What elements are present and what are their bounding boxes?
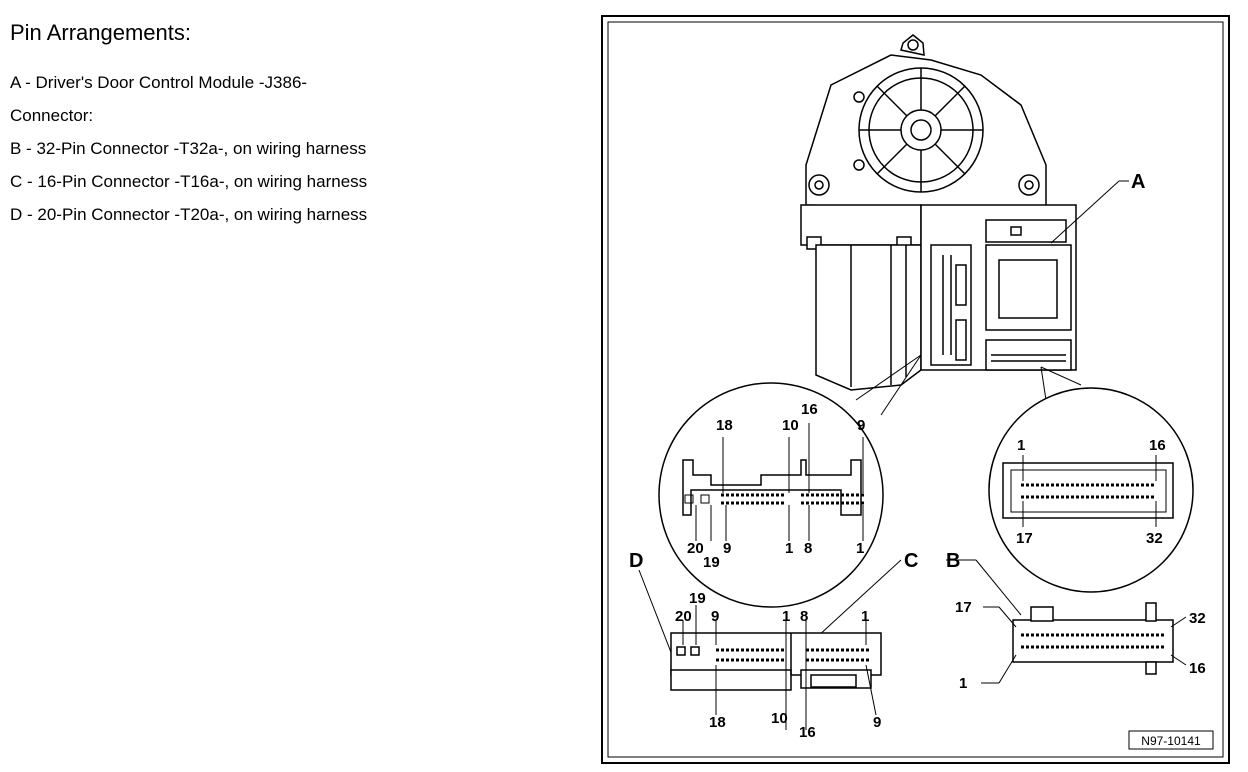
legend-item-d: D - 20-Pin Connector -T20a-, on wiring h… [10,205,368,224]
dc-label-18: 18 [709,714,726,731]
dc-label-9: 9 [711,608,719,625]
ld-label-1b: 1 [856,540,864,557]
b-label-1: 1 [959,675,967,692]
diagram-svg: A 18 10 16 9 20 9 1 8 1 19 [601,15,1230,764]
connector-dc [670,632,882,691]
ld-label-8: 8 [804,540,812,557]
ld-label-20: 20 [687,540,704,557]
callout-b: B [946,550,960,572]
ld-label-9: 9 [857,417,865,434]
rd-label-17: 17 [1016,530,1033,547]
ld-label-18: 18 [716,417,733,434]
dc-label-20: 20 [675,608,692,625]
callout-d: D [629,550,643,572]
ld-label-19: 19 [703,554,720,571]
legend-item-a: A - Driver's Door Control Module -J386- [10,73,308,92]
dc-label-1b: 1 [861,608,869,625]
b-label-32: 32 [1189,610,1206,627]
callout-a-leader [1050,180,1120,244]
connector-b [1012,602,1174,675]
legend-item-c: C - 16-Pin Connector -T16a-, on wiring h… [10,172,368,191]
legend-title: Pin Arrangements: [10,20,191,45]
reference-number: N97-10141 [1141,734,1201,748]
ld-label-1: 1 [785,540,793,557]
rd-label-16: 16 [1149,437,1166,454]
figure-panel: A 18 10 16 9 20 9 1 8 1 19 [601,15,1231,765]
left-detail-circle [658,382,884,608]
legend-item-b: B - 32-Pin Connector -T32a-, on wiring h… [10,139,367,158]
callout-c: C [904,550,918,572]
right-detail-circle [988,387,1194,593]
legend: Pin Arrangements: A - Driver's Door Cont… [10,0,570,231]
dc-label-16: 16 [799,724,816,741]
ld-label-16: 16 [801,401,818,418]
dc-label-1: 1 [782,608,790,625]
ld-label-9b: 9 [723,540,731,557]
legend-item-a-connector: Connector: [10,106,94,125]
b-label-17: 17 [955,599,972,616]
inner-frame [607,21,1224,758]
reference-box [1128,730,1214,750]
callout-a: A [1131,171,1145,193]
rd-label-1: 1 [1017,437,1025,454]
b-label-16: 16 [1189,660,1206,677]
dc-label-8: 8 [800,608,808,625]
dc-label-10: 10 [771,710,788,727]
dc-label-19: 19 [689,590,706,607]
motor-assembly [800,34,1077,391]
outer-frame [601,15,1230,764]
dc-label-9b: 9 [873,714,881,731]
ld-label-10: 10 [782,417,799,434]
rd-label-32: 32 [1146,530,1163,547]
